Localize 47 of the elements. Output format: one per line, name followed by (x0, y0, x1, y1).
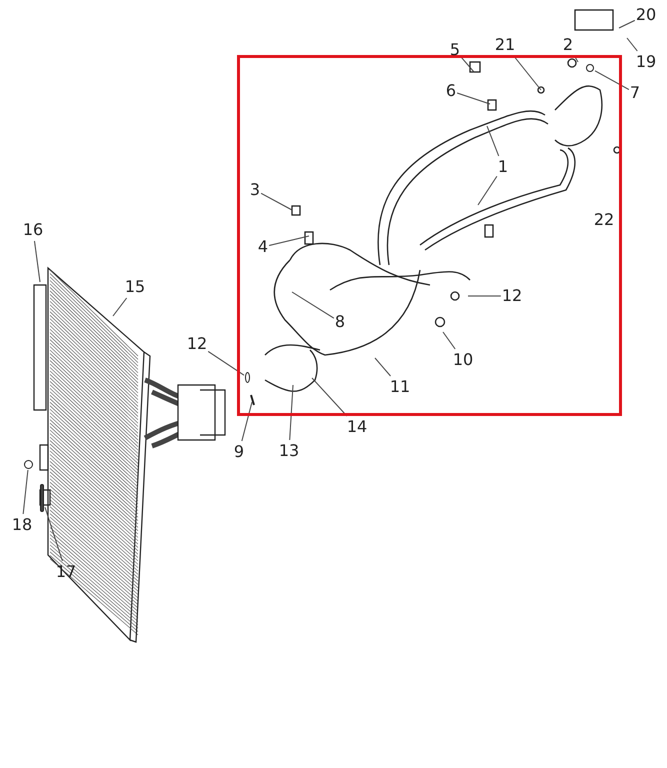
callout-number: 11 (390, 377, 410, 397)
callout-number: 8 (334, 312, 346, 332)
o-ring-icon (586, 64, 594, 72)
highlight-frame (237, 55, 622, 416)
leader-line (460, 56, 474, 72)
callout-number: 5 (450, 40, 460, 60)
leader-line (268, 236, 310, 246)
leader-line (241, 402, 252, 442)
leader-line (618, 20, 636, 28)
o-ring-icon (24, 460, 33, 469)
callout-number: 7 (630, 83, 640, 103)
leader-line (260, 192, 292, 210)
leader-line (478, 176, 498, 206)
bolt-icon (40, 484, 44, 512)
callout-number: 15 (124, 277, 146, 297)
callout-number: 16 (22, 220, 44, 240)
callout-number: 9 (234, 442, 244, 462)
leader-line (374, 358, 392, 376)
callout-number: 22 (594, 210, 614, 230)
callout-number: 14 (346, 417, 368, 437)
leader-line (208, 350, 244, 376)
leader-line (442, 332, 456, 350)
callout-number: 18 (12, 515, 32, 535)
callout-number: 13 (278, 441, 300, 461)
callout-number: 10 (452, 350, 474, 370)
callout-number: 3 (250, 180, 260, 200)
callout-number: 19 (636, 52, 656, 72)
callout-number: 4 (258, 237, 268, 257)
leader-line (456, 92, 490, 104)
callout-number: 6 (446, 81, 456, 101)
callout-number: 21 (494, 35, 516, 55)
callout-number: 1 (498, 157, 508, 177)
callout-number: 20 (636, 5, 656, 25)
leader-line (513, 56, 542, 90)
callout-number: 12 (502, 286, 522, 306)
leader-line (292, 292, 334, 319)
leader-line (112, 298, 128, 316)
callout-number: 2 (562, 35, 574, 55)
leader-line (486, 126, 500, 156)
leader-line (594, 70, 630, 90)
leader-line (626, 38, 638, 52)
leader-line (44, 506, 63, 562)
leader-line (34, 240, 40, 282)
leader-line (289, 384, 294, 440)
leader-line (22, 470, 28, 514)
o-ring-icon (245, 372, 250, 383)
callout-number: 12 (186, 334, 208, 354)
